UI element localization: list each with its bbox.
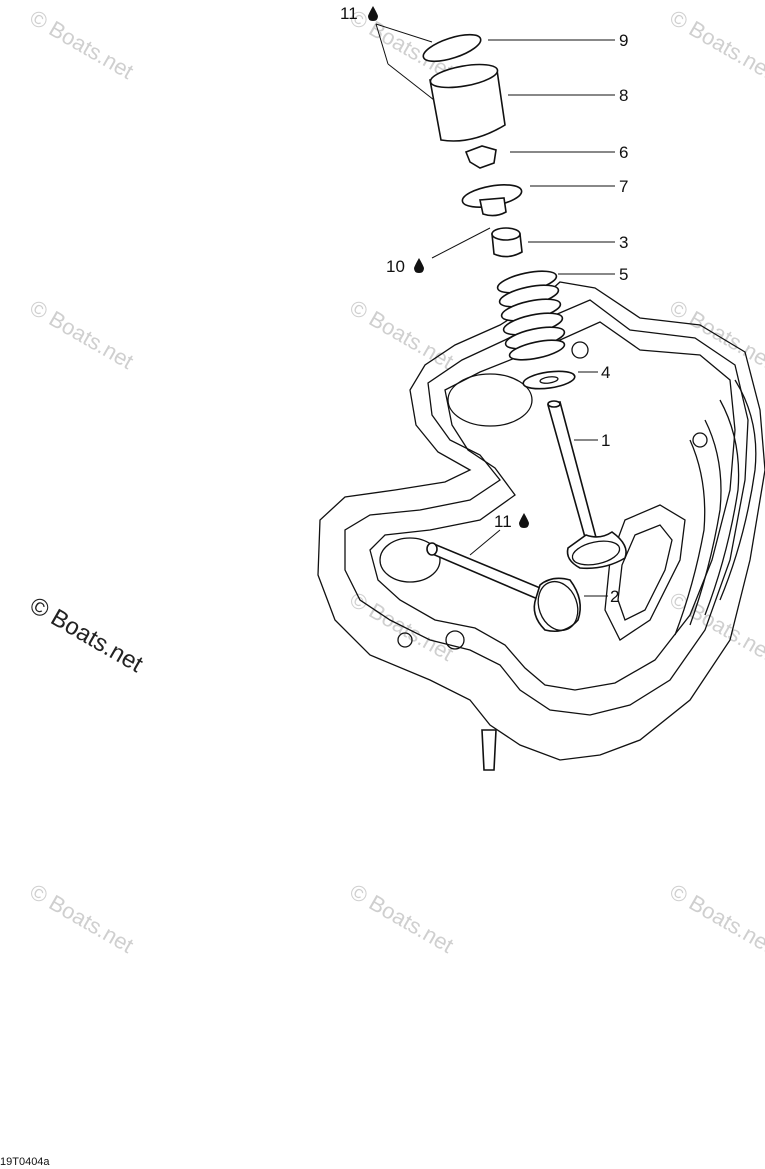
part-4-spring-seat [522,370,576,390]
exhaust-valve-stem [428,542,547,602]
callout-11-top: 11 [340,4,358,23]
watermark-9: © Boats.net [26,879,138,958]
callout-7: 7 [619,177,628,196]
callout-3: 3 [619,233,628,252]
watermark-layer: © Boats.net © Boats.net © Boats.net © Bo… [26,5,765,958]
callout-9: 9 [619,31,628,50]
leader-11-top-a [375,23,433,43]
callout-2: 2 [610,587,619,606]
embossed-logo-inner [617,524,673,621]
watermark-11: © Boats.net [666,879,765,958]
leader-11-top-b [375,23,389,65]
exhaust-pocket [379,537,441,583]
lubrication-icons [368,6,529,528]
cotter-half [464,145,497,169]
callout-6: 6 [619,143,628,162]
watermark-4: © Boats.net [26,295,138,374]
washer-inner [539,376,559,384]
intake-valve-stem-tip [547,400,561,408]
watermark-1: © Boats.net [26,5,138,84]
watermark-3: © Boats.net [666,5,765,84]
bolt-hole-2 [397,632,413,648]
callout-4: 4 [601,363,610,382]
embossed-logo [604,504,686,641]
tappet-top [429,63,499,89]
part-5-spring [496,270,566,361]
callout-labels: 9 8 6 7 3 5 4 1 2 11 10 11 [340,4,628,606]
cylinder-head-inner-rim [369,321,736,691]
cooling-fin-2 [704,399,740,616]
leader-11-top-c [387,63,435,101]
part-3-stem-seal [491,227,523,258]
callout-10: 10 [386,257,405,276]
part-1-intake-valve [547,400,627,570]
exhaust-valve-stem-tip [426,542,438,556]
spring-coil-6 [508,339,566,361]
cooling-fin-3 [689,419,722,626]
callout-5: 5 [619,265,628,284]
part-6-cotters [464,145,497,169]
oil-drop-icon [414,258,424,273]
stem-seal-top [491,227,521,241]
leader-10 [431,227,491,259]
bolt-hole-3 [571,341,589,359]
exhaust-valve-face [537,580,579,632]
callout-8: 8 [619,86,628,105]
cooling-fin-4 [674,439,706,636]
watermark-10: © Boats.net [346,879,458,958]
part-8-tappet [429,63,506,142]
watermark-5: © Boats.net [346,295,458,374]
part-2-exhaust-valve [426,542,581,633]
bolt-hole-4 [692,432,708,448]
part-7-retainer [461,184,523,217]
washer-outer [522,370,576,390]
callout-11-mid: 11 [494,512,512,531]
oil-drop-icon [519,513,529,528]
part-9-shim [422,33,482,63]
cylinder-head-gasket-face [344,299,749,716]
shim-disc [422,33,482,63]
retainer-hub [479,197,507,217]
intake-pocket [447,373,533,427]
cylinder-head [317,281,765,771]
cylinder-head-stud [481,729,497,771]
leader-11-mid [469,529,501,556]
intake-valve-stem [547,401,599,550]
watermark-large: © Boats.net [25,592,148,678]
figure-reference-code: 19T0404a [0,1156,50,1168]
intake-valve-face [571,540,621,566]
callout-1: 1 [601,431,610,450]
leader-lines [375,23,615,597]
cooling-fin-1 [719,379,757,601]
bolt-hole-1 [445,630,465,650]
exhaust-valve-head [533,577,581,633]
oil-drop-icon [368,6,378,21]
cylinder-head-outline [317,281,765,761]
